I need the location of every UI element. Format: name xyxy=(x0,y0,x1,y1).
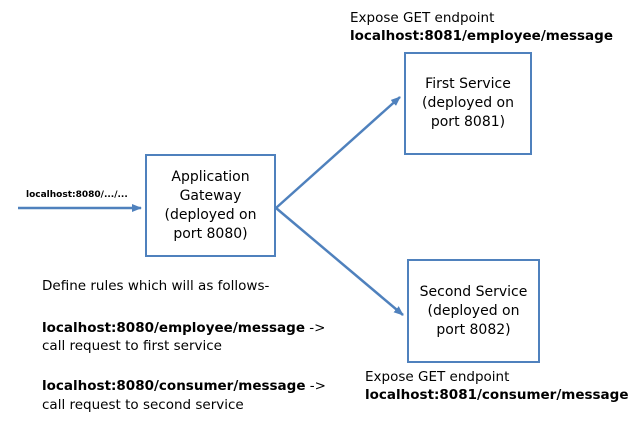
first-endpoint-url: localhost:8081/employee/message xyxy=(350,28,613,44)
first-endpoint-title: Expose GET endpoint xyxy=(350,10,495,26)
gateway-to-second-arrow xyxy=(275,207,404,316)
inbound-url-label: localhost:8080/.../... xyxy=(26,190,128,200)
gateway-to-first-arrow xyxy=(275,96,401,209)
first-service-box: First Service (deployed on port 8081) xyxy=(404,52,532,155)
rule-2: localhost:8080/consumer/message -> xyxy=(42,377,326,395)
rule-2-arrow: -> xyxy=(305,378,326,394)
rule-1-arrow: -> xyxy=(304,320,326,336)
rule-2-url: localhost:8080/consumer/message xyxy=(42,378,306,394)
second-service-label: Second Service (deployed on port 8082) xyxy=(419,283,528,338)
rule-2-description: call request to second service xyxy=(42,397,244,413)
first-service-label: First Service (deployed on port 8081) xyxy=(422,76,514,130)
second-endpoint-url: localhost:8081/consumer/message xyxy=(365,387,629,403)
gateway-label: Application Gateway (deployed on port 80… xyxy=(164,168,257,242)
second-endpoint-title: Expose GET endpoint xyxy=(365,369,510,385)
rule-1: localhost:8080/employee/message -> xyxy=(42,319,325,337)
gateway-box: Application Gateway (deployed on port 80… xyxy=(145,154,276,257)
rule-1-description: call request to first service xyxy=(42,338,222,354)
second-service-box: Second Service (deployed on port 8082) xyxy=(407,259,540,363)
rule-1-url: localhost:8080/employee/message xyxy=(42,320,305,336)
rules-title: Define rules which will as follows- xyxy=(42,278,270,294)
